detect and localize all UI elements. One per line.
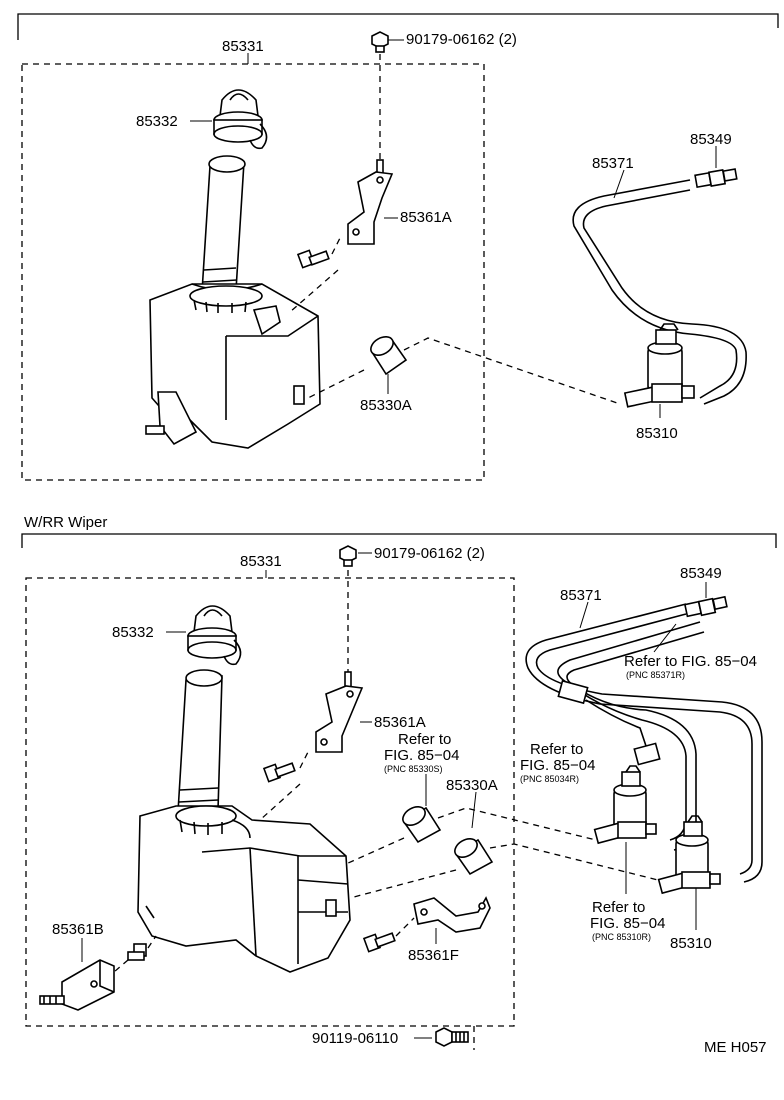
top-pump-icon (623, 323, 695, 408)
bottom-label-bracket-b: 85361B (52, 921, 104, 938)
top-nozzle-icon (694, 168, 738, 189)
top-bolt-icon (371, 31, 389, 53)
top-grommet-icon (370, 336, 408, 376)
bottom-label-bracket-f: 85361F (408, 947, 459, 964)
bottom-pump-1-icon (593, 765, 657, 845)
bottom-label-hose: 85371 (560, 587, 602, 604)
bottom-bracket-f-icon (413, 896, 491, 933)
bottom-section-bracket (21, 533, 777, 548)
top-label-cap: 85332 (136, 113, 178, 130)
bottom-ref-connector-line1: Refer to (530, 741, 583, 758)
top-label-hose: 85371 (592, 155, 634, 172)
bottom-pump-2-icon (657, 815, 721, 895)
bottom-ref-pump-line1: Refer to (592, 899, 645, 916)
top-label-grommet: 85330A (360, 397, 412, 414)
bottom-bracket-f-bolt-icon (362, 932, 396, 953)
section-title-rr-wiper: W/RR Wiper (24, 514, 107, 531)
top-small-bolt-icon (296, 249, 330, 269)
top-tank-assembly-box (21, 63, 485, 481)
bottom-label-nozzle: 85349 (680, 565, 722, 582)
bottom-ref-grommet-pnc: (PNC 85330S) (384, 764, 443, 774)
top-label-bracket-a: 85361A (400, 209, 452, 226)
bottom-bolt-icon (339, 545, 357, 567)
bottom-mount-bolt-icon (435, 1027, 469, 1047)
bottom-bracket-b-bolt-icon (127, 943, 147, 961)
bottom-ref-grommet-line2: FIG. 85−04 (384, 747, 459, 764)
bottom-small-bolt-icon (262, 762, 296, 783)
top-label-tank-assembly: 85331 (222, 38, 264, 55)
top-hose-outline-a (572, 179, 738, 399)
top-label-nozzle: 85349 (690, 131, 732, 148)
bottom-ref-connector-pnc: (PNC 85034R) (520, 774, 579, 784)
bottom-hose-a-inner (535, 613, 763, 883)
bottom-bracket-a-icon (315, 671, 364, 753)
bottom-label-grommet: 85330A (446, 777, 498, 794)
bottom-nozzle-icon (683, 595, 728, 618)
bottom-ref-hose-line1: Refer to FIG. 85−04 (624, 653, 757, 670)
top-label-bolt: 90179-06162 (2) (406, 31, 517, 48)
bottom-ref-hose-pnc: (PNC 85371R) (626, 670, 685, 680)
bottom-label-tank-assembly: 85331 (240, 553, 282, 570)
top-label-pump: 85310 (636, 425, 678, 442)
bottom-ref-pump-pnc: (PNC 85310R) (592, 932, 651, 942)
bottom-cap-icon (187, 605, 242, 666)
top-washer-tank-icon (145, 155, 321, 449)
bottom-connector-icon (557, 679, 661, 766)
bottom-label-bracket-a: 85361A (374, 714, 426, 731)
bottom-ref-connector-line2: FIG. 85−04 (520, 757, 595, 774)
top-section: 85331 90179-06162 (2) 85332 (17, 13, 779, 481)
bottom-washer-tank-icon (137, 669, 351, 973)
bottom-tank-assembly-box (25, 577, 515, 1027)
bottom-ref-pump-line2: FIG. 85−04 (590, 915, 665, 932)
top-section-bracket (17, 13, 779, 40)
bottom-label-bolt: 90179-06162 (2) (374, 545, 485, 562)
bottom-label-pump: 85310 (670, 935, 712, 952)
bottom-bracket-b-icon (39, 959, 115, 1011)
top-cap-icon (213, 89, 268, 150)
drawing-code: ME H057 (704, 1039, 767, 1056)
bottom-ref-grommet-line1: Refer to (398, 731, 451, 748)
bottom-grommet-2-icon (454, 838, 494, 876)
bottom-section: W/RR Wiper 85331 90179-06162 (2) 85332 (21, 514, 777, 1056)
bottom-label-mount-bolt: 90119-06110 (312, 1030, 398, 1047)
bottom-grommet-1-icon (402, 806, 442, 844)
bottom-label-cap: 85332 (112, 624, 154, 641)
top-hose-outline-b (582, 189, 747, 405)
top-bracket-a-icon (347, 159, 394, 245)
